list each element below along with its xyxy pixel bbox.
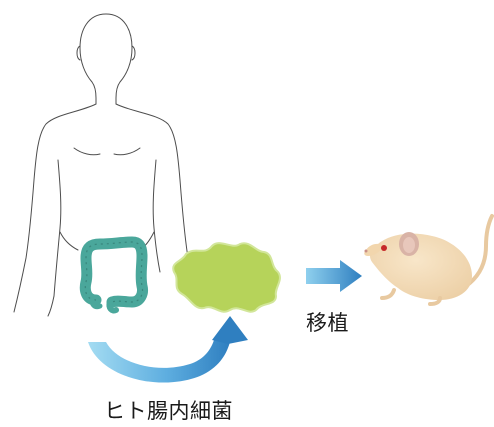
right-arrow-icon xyxy=(306,260,362,292)
curved-arrow-icon xyxy=(88,316,248,383)
transplant-label: 移植 xyxy=(306,311,349,335)
bacteria-cloud-icon xyxy=(172,242,281,313)
human-silhouette-icon xyxy=(13,13,195,317)
mouse-icon xyxy=(364,214,494,306)
large-intestine-icon xyxy=(79,236,148,314)
human-gut-bacteria-label: ヒト腸内細菌 xyxy=(104,399,233,423)
